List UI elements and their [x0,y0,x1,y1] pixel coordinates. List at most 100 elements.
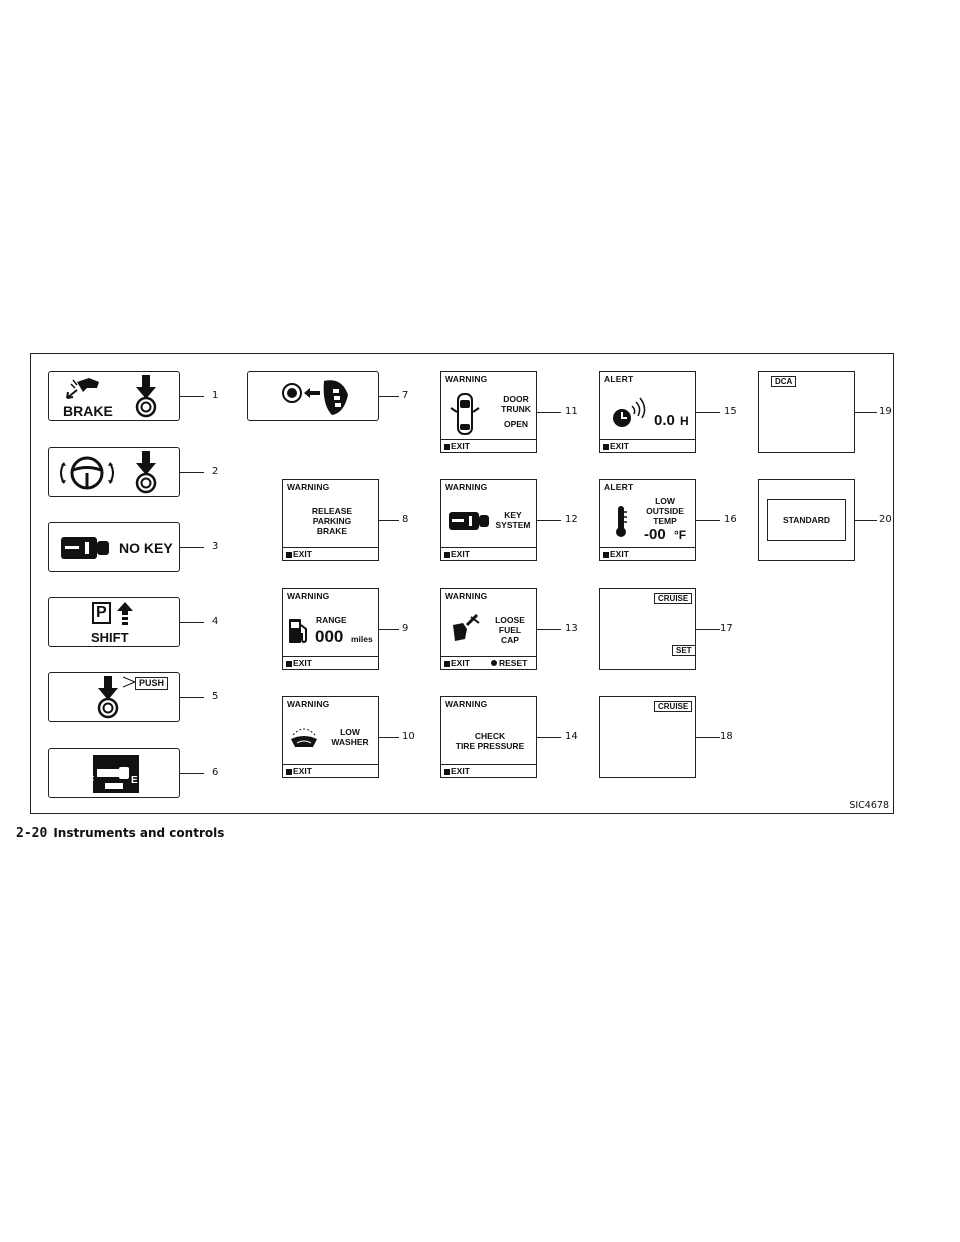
fuel-pump-icon [289,619,307,644]
alert-header: ALERT [604,374,634,384]
callout-number: 16 [724,514,737,525]
indicator-key-fob-proximity [247,371,379,421]
warning-header: WARNING [287,591,330,601]
callout-number: 12 [565,514,578,525]
fuel-e-label: E [131,775,138,786]
range-value: 000 [315,627,344,646]
brake-label: BRAKE [63,403,113,419]
exit-hint: EXIT [444,548,470,560]
display-footer-bar: EXIT [441,439,536,452]
callout-number: 19 [879,406,892,417]
display-cruise: CRUISE [599,696,696,778]
callout-number: 13 [565,623,578,634]
standard-label: STANDARD [767,499,846,541]
indicator-no-key: NO KEY [48,522,180,572]
display-footer-bar: EXIT [283,656,378,669]
display-footer-bar: EXIT [441,547,536,560]
steering-wheel-icon [60,456,114,490]
display-standard: STANDARD [758,479,855,561]
callout-line [180,773,204,774]
exit-icon [286,661,292,667]
push-button-icon [135,375,157,418]
callout-number: 2 [212,466,219,477]
message-line: FUEL [498,625,522,635]
display-check-tire-pressure: WARNING CHECK TIRE PRESSURE EXIT [440,696,537,778]
callout-line [180,547,204,548]
display-range: WARNING RANGE 000 miles EXIT [282,588,379,670]
callout-line [696,412,720,413]
message-line: WASHER [331,737,369,747]
display-timer-alert: ALERT 0.0 H EXIT [599,371,696,453]
reset-hint: RESET [491,657,527,669]
callout-number: 1 [212,390,219,401]
exit-label: EXIT [293,766,312,776]
exit-hint: EXIT [444,440,470,452]
range-unit: miles [351,634,373,644]
exit-icon [603,444,609,450]
warning-header: WARNING [445,591,488,601]
message-line: DOOR [503,394,529,404]
exit-label: EXIT [610,441,629,451]
shift-label: SHIFT [91,630,129,645]
cruise-label: CRUISE [654,593,693,604]
display-dca: DCA [758,371,855,453]
park-letter: P [92,602,111,624]
exit-icon [444,661,450,667]
callout-number: 5 [212,691,219,702]
temp-value: -00 [644,526,666,543]
exit-icon [444,444,450,450]
key-icon [449,512,489,530]
key-system-message: KEY SYSTEM [493,510,533,530]
callout-line [537,412,561,413]
exit-label: EXIT [293,549,312,559]
display-footer-bar: EXIT [441,764,536,777]
warning-header: WARNING [445,482,488,492]
low-outside-temp-message: LOW OUTSIDE TEMP [640,496,690,526]
indicator-steering-lock [48,447,180,497]
exit-label: EXIT [451,441,470,451]
callout-line [379,737,399,738]
callout-line [180,396,204,397]
low-washer-message: LOW WASHER [323,727,377,747]
callout-number: 14 [565,731,578,742]
exit-hint: EXIT [444,657,470,669]
exit-icon [286,552,292,558]
exit-hint: EXIT [286,657,312,669]
dca-label: DCA [771,376,797,387]
callout-line [855,412,877,413]
push-button-icon [135,451,157,494]
display-footer-bar: EXIT [600,547,695,560]
callout-pointer-icon [122,676,137,688]
shift-up-arrow-icon [117,602,133,625]
indicator-key-battery: F E [48,748,180,798]
display-low-washer: WARNING LOW WASHER EXIT [282,696,379,778]
message-line: TEMP [653,516,677,526]
display-footer-bar: EXIT RESET [441,656,536,669]
exit-label: EXIT [451,549,470,559]
message-line: OUTSIDE [646,506,684,516]
callout-line [855,520,877,521]
clock-chime-icon [613,397,646,427]
key-icon [61,537,109,559]
indicator-push-start: PUSH [48,672,180,722]
no-key-label: NO KEY [119,540,173,556]
callout-line [180,697,204,698]
callout-number: 7 [402,390,409,401]
callout-number: 4 [212,616,219,627]
cruise-label: CRUISE [654,701,693,712]
exit-hint: EXIT [603,440,629,452]
thermometer-icon [616,506,627,537]
callout-number: 18 [720,731,733,742]
reset-dot-icon [491,660,497,666]
check-tire-pressure-message: CHECK TIRE PRESSURE [445,731,535,751]
callout-number: 3 [212,541,219,552]
display-release-parking-brake: WARNING RELEASE PARKING BRAKE EXIT [282,479,379,561]
message-line: SYSTEM [495,520,531,530]
exit-label: EXIT [451,766,470,776]
callout-line [537,520,561,521]
display-low-outside-temp: ALERT LOW OUTSIDE TEMP -00 °F EXIT [599,479,696,561]
callout-line [379,629,399,630]
exit-label: EXIT [610,549,629,559]
callout-line [379,396,399,397]
message-line: TRUNK [501,404,531,414]
